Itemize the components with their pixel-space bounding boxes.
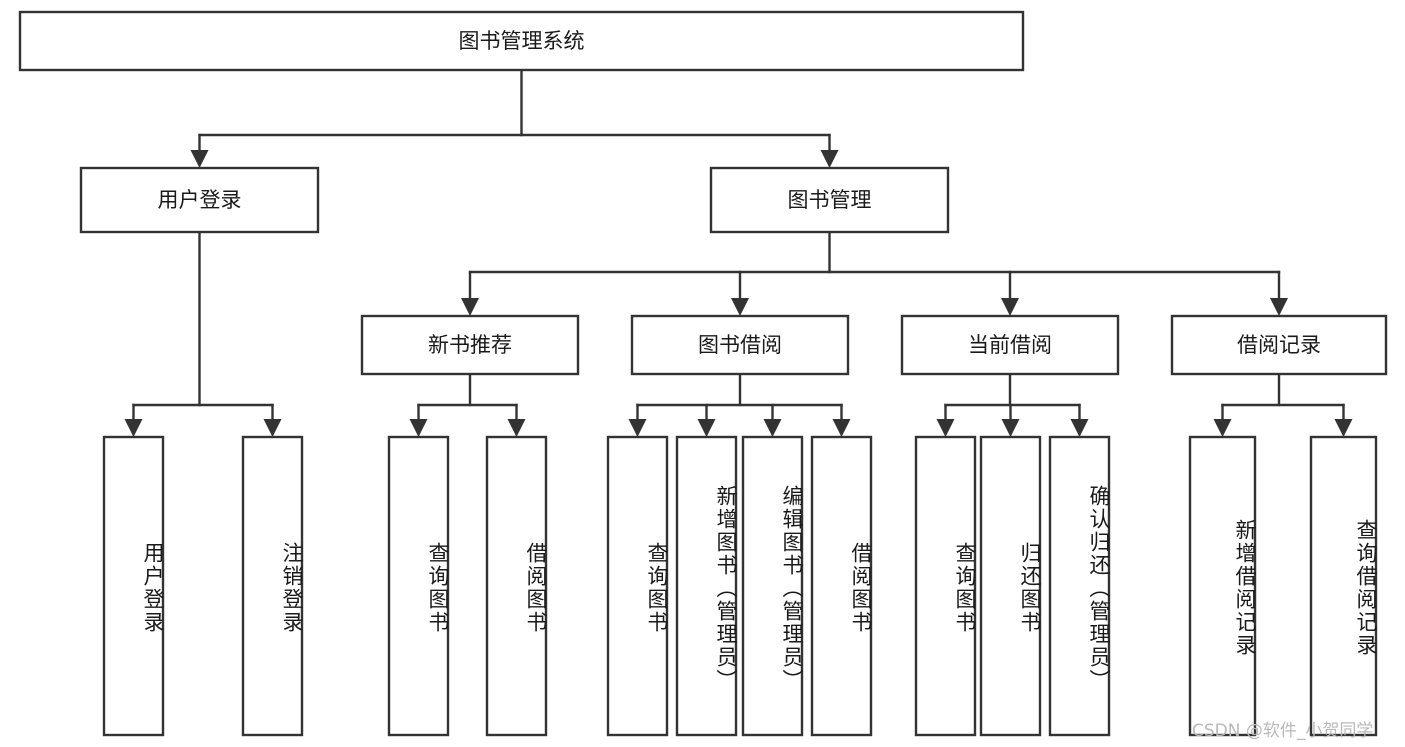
node-leaf-11[interactable]: [1048, 435, 1111, 737]
node-label-level2-1: 用户登录: [158, 188, 242, 212]
arrow-head-icon: [820, 150, 839, 168]
node-leaf-6[interactable]: [675, 435, 738, 737]
node-level3-1[interactable]: [360, 314, 580, 376]
node-leaf-2[interactable]: [241, 435, 304, 737]
arrow-head-icon: [507, 419, 526, 437]
node-leaf-3[interactable]: [387, 435, 450, 737]
arrow-head-icon: [763, 419, 782, 437]
node-level3-2[interactable]: [630, 314, 850, 376]
node-label-level3-2: 图书借阅: [698, 333, 782, 357]
arrow-head-icon: [1001, 298, 1019, 316]
arrow-head-icon: [628, 419, 647, 437]
arrow-head-icon: [190, 150, 209, 168]
connectors-layer: [124, 68, 1353, 437]
node-leaf-13[interactable]: [1309, 435, 1378, 737]
arrow-head-icon: [1213, 419, 1232, 437]
node-level2-1[interactable]: [79, 166, 320, 234]
node-label-level3-4: 借阅记录: [1237, 333, 1321, 357]
arrow-head-icon: [731, 298, 749, 316]
arrow-head-icon: [697, 419, 716, 437]
boxes-layer: [18, 10, 1388, 737]
arrow-head-icon: [832, 419, 851, 437]
node-leaf-1[interactable]: [102, 435, 165, 737]
node-leaf-7[interactable]: [741, 435, 804, 737]
node-level3-4[interactable]: [1170, 314, 1388, 376]
node-root-system[interactable]: [18, 10, 1025, 72]
node-leaf-9[interactable]: [914, 435, 977, 737]
arrow-head-icon: [124, 419, 143, 437]
node-leaf-10[interactable]: [979, 435, 1042, 737]
node-label-root-system: 图书管理系统: [459, 29, 585, 53]
node-leaf-12[interactable]: [1188, 435, 1257, 737]
csdn-watermark: CSDN @软件_小贺同学: [1192, 721, 1374, 741]
arrow-head-icon: [1070, 419, 1089, 437]
node-level2-2[interactable]: [709, 166, 950, 234]
arrow-head-icon: [936, 419, 955, 437]
arrow-head-icon: [263, 419, 282, 437]
arrow-head-icon: [409, 419, 428, 437]
arrow-head-icon: [1001, 419, 1020, 437]
node-label-level2-2: 图书管理: [788, 188, 872, 212]
arrow-head-icon: [1270, 298, 1288, 316]
arrow-head-icon: [461, 298, 479, 316]
node-leaf-5[interactable]: [606, 435, 669, 737]
arrow-head-icon: [1334, 419, 1353, 437]
node-level3-3[interactable]: [900, 314, 1120, 376]
node-label-level3-1: 新书推荐: [428, 333, 512, 357]
node-leaf-4[interactable]: [485, 435, 548, 737]
node-leaf-8[interactable]: [810, 435, 873, 737]
node-label-level3-3: 当前借阅: [968, 333, 1052, 357]
